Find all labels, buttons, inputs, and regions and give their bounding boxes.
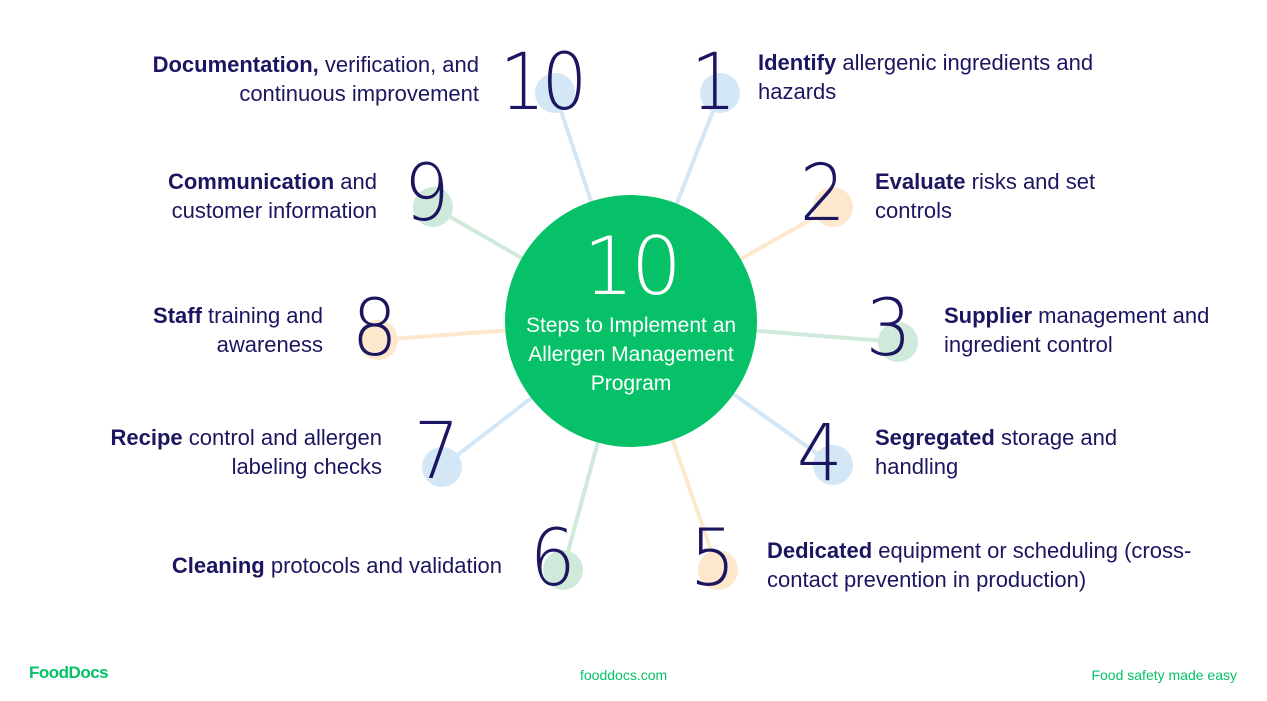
step-text-6: Cleaning protocols and validation xyxy=(100,551,502,580)
step-text-4: Segregated storage and handling xyxy=(875,423,1175,481)
step-number-10: 10 xyxy=(499,38,588,128)
dot-3 xyxy=(878,322,918,362)
step-number-6: 6 xyxy=(529,514,576,604)
fooddocs-logo: FoodDocs xyxy=(29,663,109,682)
step-text-8: Staff training and awareness xyxy=(100,301,323,359)
step-6-description: protocols and validation xyxy=(264,553,502,578)
step-number-3: 3 xyxy=(865,284,912,374)
step-10-description: verification, and continuous improvement xyxy=(239,52,479,106)
step-text-1: Identify allergenic ingredients and haza… xyxy=(758,48,1118,106)
dot-10 xyxy=(535,73,575,113)
step-7-description: control and allergen labeling checks xyxy=(182,425,382,479)
dot-5 xyxy=(698,550,738,590)
dot-7 xyxy=(422,447,462,487)
step-6-keyword: Cleaning xyxy=(171,553,265,578)
step-text-10: Documentation, verification, and continu… xyxy=(120,50,479,108)
step-2-description: risks and set controls xyxy=(875,169,1096,223)
step-5-keyword: Dedicated xyxy=(767,538,873,563)
step-number-8: 8 xyxy=(351,284,398,374)
step-number-4: 4 xyxy=(796,409,843,499)
step-3-keyword: Supplier xyxy=(944,303,1033,328)
step-text-7: Recipe control and allergen labeling che… xyxy=(100,423,382,481)
footer-tagline: Food safety made easy xyxy=(1091,667,1237,683)
step-text-9: Communication and customer information xyxy=(100,167,377,225)
step-4-description: storage and handling xyxy=(875,425,1118,479)
center-circle xyxy=(505,195,757,447)
center-title: 10 Steps to Implement an Allergen Manage… xyxy=(505,195,757,447)
step-number-9: 9 xyxy=(403,149,450,239)
step-text-2: Evaluate risks and set controls xyxy=(875,167,1145,225)
dot-8 xyxy=(358,320,398,360)
dot-2 xyxy=(813,187,853,227)
dot-4 xyxy=(813,445,853,485)
step-1-description: allergenic ingredients and hazards xyxy=(758,50,1094,104)
step-8-description: training and awareness xyxy=(201,303,323,357)
step-number-5: 5 xyxy=(689,514,736,604)
step-9-description: and customer information xyxy=(171,169,377,223)
step-3-description: management and ingredient control xyxy=(944,303,1210,357)
dot-1 xyxy=(700,73,740,113)
step-5-description: equipment or scheduling (cross-contact p… xyxy=(767,538,1192,592)
step-2-keyword: Evaluate xyxy=(875,169,966,194)
step-text-5: Dedicated equipment or scheduling (cross… xyxy=(767,536,1237,594)
step-number-7: 7 xyxy=(413,407,460,497)
step-8-keyword: Staff xyxy=(153,303,202,328)
footer-url[interactable]: fooddocs.com xyxy=(580,667,668,683)
step-1-keyword: Identify xyxy=(758,50,837,75)
dot-9 xyxy=(413,187,453,227)
step-text-3: Supplier management and ingredient contr… xyxy=(944,301,1224,359)
step-4-keyword: Segregated xyxy=(875,425,995,450)
step-number-2: 2 xyxy=(799,149,846,239)
step-10-keyword: Documentation, xyxy=(152,52,319,77)
dot-6 xyxy=(543,550,583,590)
center-number: 10 xyxy=(583,220,682,313)
step-7-keyword: Recipe xyxy=(110,425,183,450)
step-9-keyword: Communication xyxy=(167,169,335,194)
step-number-1: 1 xyxy=(690,38,737,128)
center-subtitle: Steps to Implement an Allergen Managemen… xyxy=(525,314,737,395)
